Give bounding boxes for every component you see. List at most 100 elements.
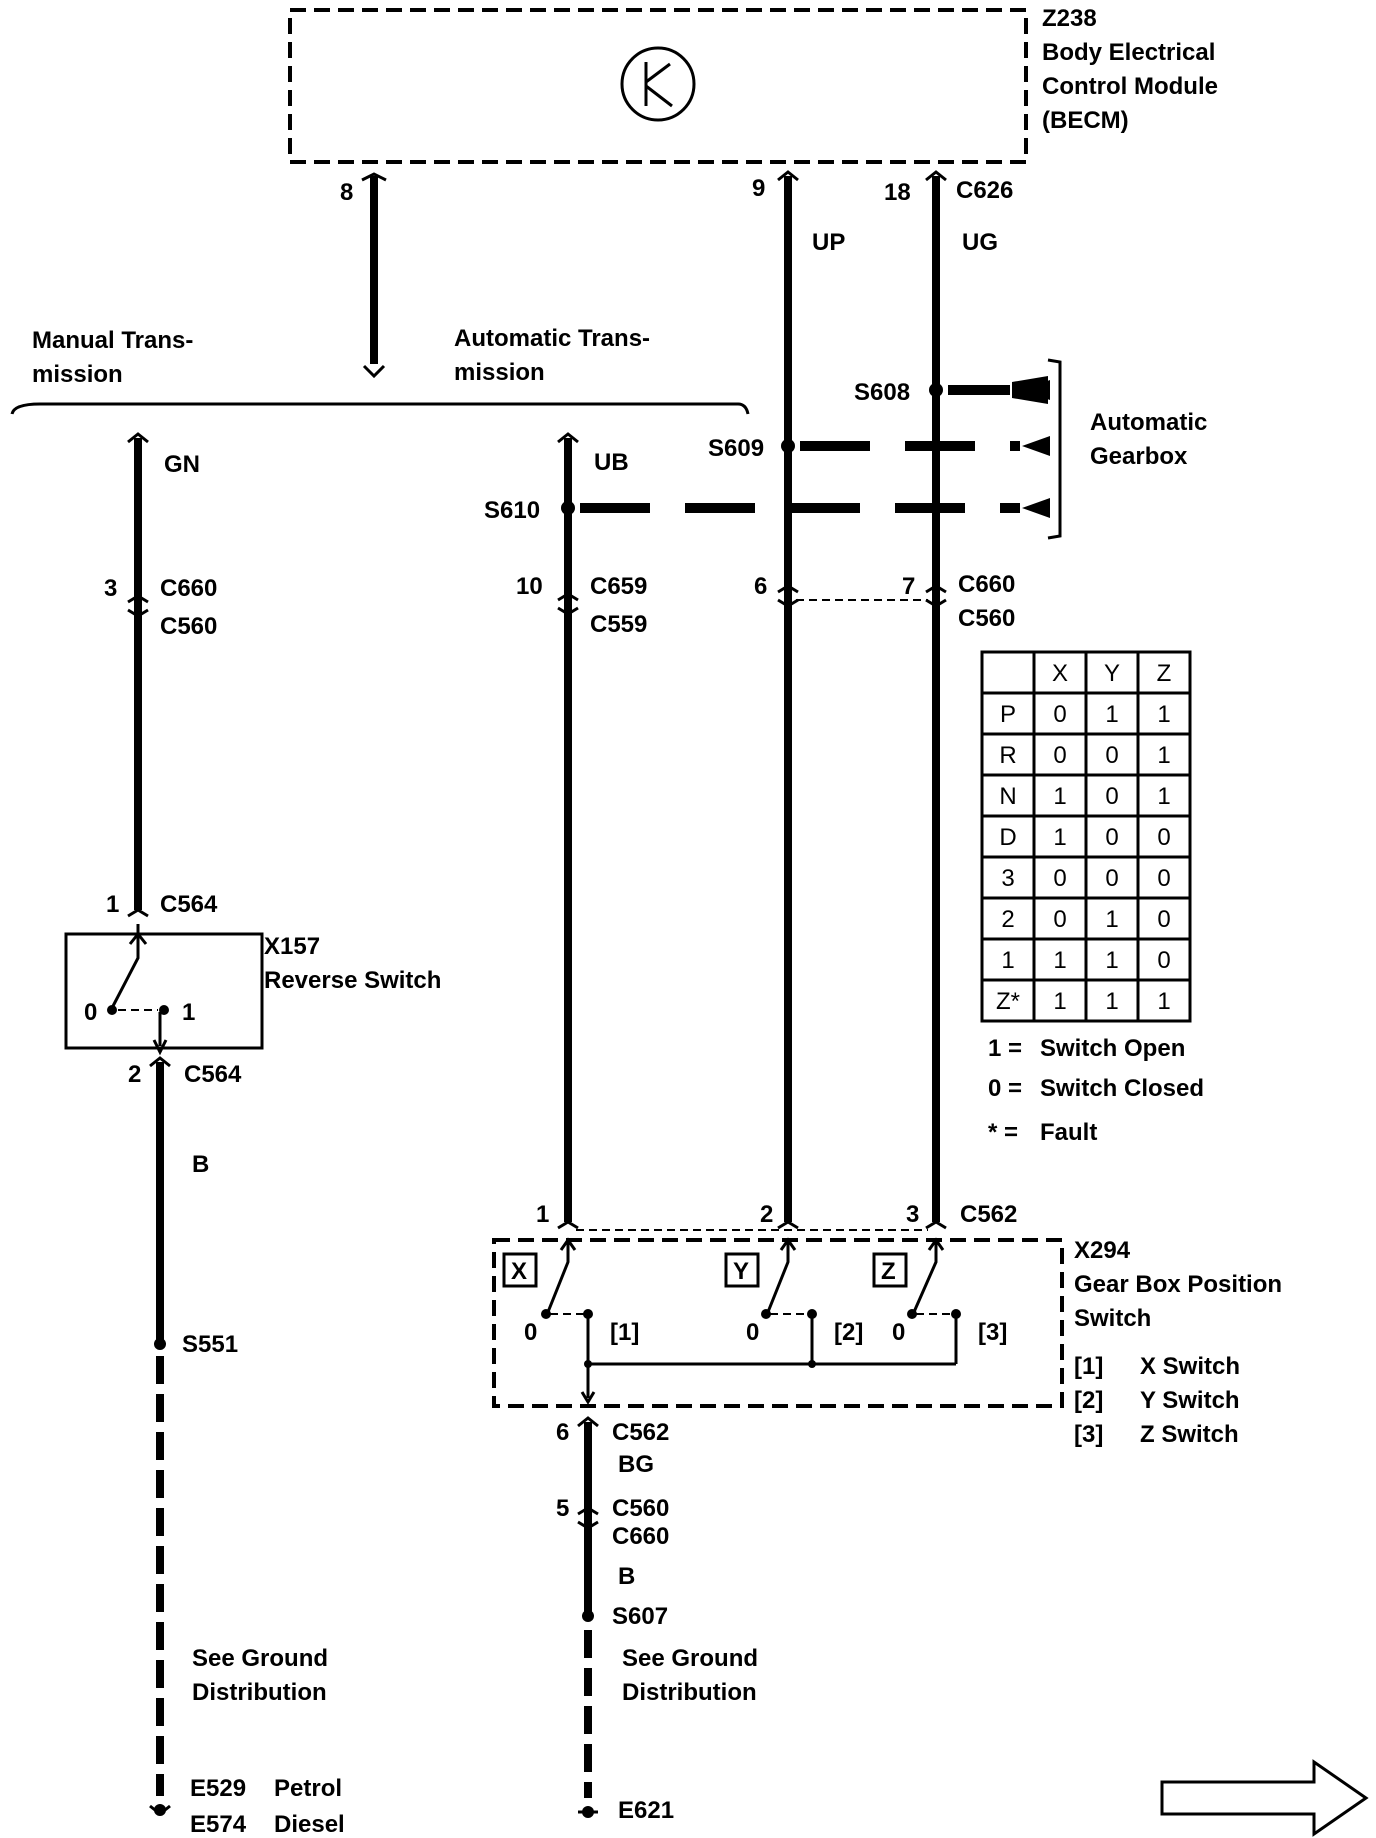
table-value: 1 <box>1105 988 1118 1015</box>
switch-x-zero: 0 <box>524 1319 537 1346</box>
ground-left-icon <box>154 1804 166 1816</box>
splice-s608-dot <box>929 383 943 397</box>
table-cell <box>1136 978 1192 1023</box>
gearbox-switch-name-line2: Switch <box>1074 1305 1151 1332</box>
becm-name-line3: (BECM) <box>1042 107 1129 134</box>
legend-sym-star: * = <box>988 1119 1018 1146</box>
reverse-switch-pos1: 1 <box>182 999 195 1026</box>
table-value: 0 <box>1053 906 1066 933</box>
table-cell <box>1136 855 1192 900</box>
table-cell <box>1084 691 1140 736</box>
c564-bottom-pin: 2 <box>128 1061 141 1088</box>
ground-note-right-line2: Distribution <box>622 1679 757 1706</box>
table-value: 0 <box>1157 865 1170 892</box>
c660-right-pin6: 6 <box>754 573 767 600</box>
switch-legend-text3: Z Switch <box>1140 1421 1239 1448</box>
ground-e574-id: E574 <box>190 1811 247 1838</box>
table-value: 1 <box>1053 947 1066 974</box>
c562-pin2: 2 <box>760 1201 773 1228</box>
switch-legend-text2: Y Switch <box>1140 1387 1240 1414</box>
c560-bottom-a: C560 <box>612 1495 669 1522</box>
wire-label-b-right: B <box>618 1563 635 1590</box>
reverse-switch-pos0: 0 <box>84 999 97 1026</box>
table-cell <box>1136 937 1192 982</box>
next-page-arrow-icon[interactable] <box>1160 1759 1369 1837</box>
c660-left-b: C560 <box>160 613 217 640</box>
table-value: 1 <box>1053 824 1066 851</box>
becm-pin-18: 18 <box>884 179 911 206</box>
ground-e621: E621 <box>618 1797 674 1824</box>
table-gear-label: R <box>999 742 1016 769</box>
table-cell <box>1032 691 1088 736</box>
c659-a: C659 <box>590 573 647 600</box>
becm-id: Z238 <box>1042 5 1097 32</box>
table-value: 0 <box>1053 742 1066 769</box>
table-gear-label: D <box>999 824 1016 851</box>
table-header: Z <box>1157 660 1172 687</box>
branch-manual-line2: mission <box>32 361 123 388</box>
branch-automatic-line2: mission <box>454 359 545 386</box>
wire-label-ug: UG <box>962 229 998 256</box>
switch-x-ref: [1] <box>610 1319 639 1346</box>
table-value: 1 <box>1053 988 1066 1015</box>
gearbox-label-line2: Gearbox <box>1090 443 1188 470</box>
table-header: X <box>1052 660 1068 687</box>
table-header: Y <box>1104 660 1120 687</box>
table-gear-label: 3 <box>1001 865 1014 892</box>
ground-e574-note: Diesel <box>274 1811 345 1838</box>
switch-x-letter: X <box>511 1258 527 1285</box>
wire-label-gn: GN <box>164 451 200 478</box>
table-value: 1 <box>1157 988 1170 1015</box>
becm-pin-8: 8 <box>340 179 353 206</box>
c560-bottom-b: C660 <box>612 1523 669 1550</box>
ground-e529-note: Petrol <box>274 1775 342 1802</box>
splice-s607-dot <box>582 1610 594 1622</box>
legend-sym-1: 1 = <box>988 1035 1022 1062</box>
c660-left-a: C660 <box>160 575 217 602</box>
transistor-symbol <box>644 62 673 108</box>
table-value: 1 <box>1157 783 1170 810</box>
wire-label-up: UP <box>812 229 845 256</box>
table-gear-label: N <box>999 783 1016 810</box>
table-cell <box>980 814 1036 859</box>
ground-note-left-line2: Distribution <box>192 1679 327 1706</box>
c562-top-name: C562 <box>960 1201 1017 1228</box>
branch-manual-line1: Manual Trans- <box>32 327 193 354</box>
splice-s608: S608 <box>854 379 910 406</box>
c562-pin3: 3 <box>906 1201 919 1228</box>
switch-y-box <box>724 1252 760 1288</box>
c562-bottom-name: C562 <box>612 1419 669 1446</box>
table-gear-label: 2 <box>1001 906 1014 933</box>
splice-s551-dot <box>154 1338 166 1350</box>
gearbox-label-line1: Automatic <box>1090 409 1207 436</box>
table-gear-label: Z* <box>996 988 1020 1015</box>
wire-label-b-left: B <box>192 1151 209 1178</box>
switch-y-letter: Y <box>733 1258 749 1285</box>
table-value: 0 <box>1105 742 1118 769</box>
becm-module-box <box>288 8 1028 164</box>
legend-text-1: Switch Open <box>1040 1035 1185 1062</box>
reverse-switch-name: Reverse Switch <box>264 967 441 994</box>
table-cell <box>1032 978 1088 1023</box>
c564-top-pin: 1 <box>106 891 119 918</box>
gearbox-bracket <box>1047 358 1062 540</box>
table-value: 0 <box>1105 824 1118 851</box>
table-cell <box>1136 896 1192 941</box>
splice-s610: S610 <box>484 497 540 524</box>
table-cell <box>1084 814 1140 859</box>
ground-note-left-line1: See Ground <box>192 1645 328 1672</box>
c562-bottom-pin: 6 <box>556 1419 569 1446</box>
table-value: 1 <box>1157 701 1170 728</box>
c660-right-a: C660 <box>958 571 1015 598</box>
branch-automatic-line1: Automatic Trans- <box>454 325 650 352</box>
splice-s551: S551 <box>182 1331 238 1358</box>
switch-legend-text1: X Switch <box>1140 1353 1240 1380</box>
legend-text-0: Switch Closed <box>1040 1075 1204 1102</box>
table-gear-label: 1 <box>1001 947 1014 974</box>
splice-s609-dot <box>781 439 795 453</box>
table-value: 1 <box>1105 701 1118 728</box>
reverse-switch-id: X157 <box>264 933 320 960</box>
table-value: 1 <box>1157 742 1170 769</box>
